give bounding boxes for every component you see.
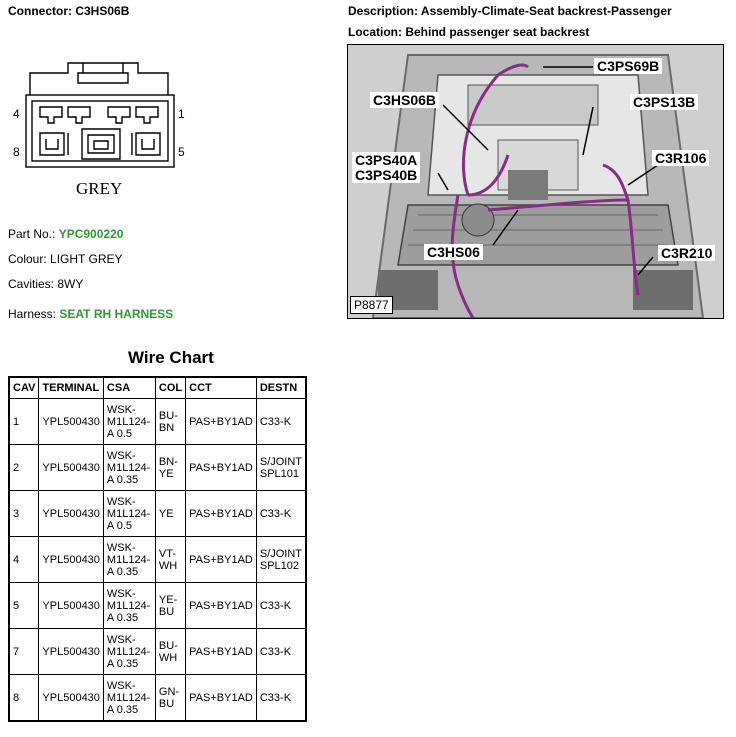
header-csa: CSA (102, 376, 156, 399)
cavities-value: 8WY (57, 277, 84, 291)
description-line: Description: Assembly-Climate-Seat backr… (348, 4, 672, 18)
cavities-label: Cavities: (8, 277, 55, 291)
cell-cav: 1 (8, 398, 40, 445)
cell-cav: 5 (8, 582, 40, 629)
cavities-line: Cavities: 8WY (8, 277, 83, 291)
cell-destn: S/JOINT SPL101 (255, 444, 307, 491)
harness-line: Harness: SEAT RH HARNESS (8, 307, 173, 321)
cell-col: BU-BN (154, 398, 187, 445)
table-row: 5 YPL500430 WSK-M1L124-A 0.35 YE-BU PAS+… (8, 582, 307, 629)
location-photo: C3PS69B C3HS06B C3PS13B C3PS40A C3PS40B … (347, 44, 724, 319)
cell-cav: 8 (8, 674, 40, 722)
wire-chart-title: Wire Chart (128, 348, 214, 367)
callout-c3hs06: C3HS06 (424, 244, 483, 260)
callout-c3ps69b: C3PS69B (594, 58, 663, 74)
cell-col: VT-WH (154, 536, 187, 583)
connector-colour-text: GREY (76, 179, 123, 198)
cell-destn: C33-K (255, 674, 307, 722)
table-row: 4 YPL500430 WSK-M1L124-A 0.35 VT-WH PAS+… (8, 536, 307, 583)
cell-csa: WSK-M1L124-A 0.35 (102, 628, 156, 675)
cell-terminal: YPL500430 (38, 490, 104, 537)
location-line: Location: Behind passenger seat backrest (348, 25, 589, 39)
callout-c3r106: C3R106 (652, 150, 710, 166)
cell-cct: PAS+BY1AD (185, 582, 257, 629)
connector-value: C3HS06B (75, 4, 130, 18)
location-label: Location: (348, 25, 402, 39)
cell-terminal: YPL500430 (38, 444, 104, 491)
pin-label-1: 1 (178, 107, 185, 121)
cell-col: BU-WH (154, 628, 187, 675)
cell-col: YE-BU (154, 582, 187, 629)
description-value: Assembly-Climate-Seat backrest-Passenger (420, 4, 672, 18)
cell-csa: WSK-M1L124-A 0.5 (102, 398, 156, 445)
callout-c3ps13b: C3PS13B (630, 94, 699, 110)
callout-c3r210: C3R210 (658, 245, 716, 261)
header-cct: CCT (185, 376, 257, 399)
cell-terminal: YPL500430 (38, 582, 104, 629)
cell-csa: WSK-M1L124-A 0.35 (102, 582, 156, 629)
pin-label-5: 5 (178, 145, 185, 159)
part-no-label: Part No.: (8, 227, 56, 241)
callout-c3ps40b: C3PS40B (352, 167, 421, 183)
cell-csa: WSK-M1L124-A 0.35 (102, 674, 156, 722)
colour-line: Colour: LIGHT GREY (8, 252, 123, 266)
table-row: 2 YPL500430 WSK-M1L124-A 0.35 BN-YE PAS+… (8, 444, 307, 491)
cell-cav: 2 (8, 444, 40, 491)
cell-csa: WSK-M1L124-A 0.35 (102, 536, 156, 583)
connector-label: Connector: (8, 4, 72, 18)
wire-chart-table: CAV TERMINAL CSA COL CCT DESTN 1 YPL5004… (8, 376, 308, 722)
description-label: Description: (348, 4, 419, 18)
table-row: 1 YPL500430 WSK-M1L124-A 0.5 BU-BN PAS+B… (8, 398, 307, 445)
cell-destn: C33-K (255, 490, 307, 537)
cell-col: YE (154, 490, 187, 537)
cell-cct: PAS+BY1AD (185, 628, 257, 675)
pin-label-4: 4 (13, 107, 20, 121)
callout-c3ps40a: C3PS40A (352, 152, 421, 168)
cell-cct: PAS+BY1AD (185, 398, 257, 445)
cell-destn: S/JOINT SPL102 (255, 536, 307, 583)
colour-label: Colour: (8, 252, 47, 266)
header-terminal: TERMINAL (38, 376, 104, 399)
connector-diagram: 4 1 8 5 GREY (8, 55, 198, 205)
cell-terminal: YPL500430 (38, 398, 104, 445)
table-row: 7 YPL500430 WSK-M1L124-A 0.35 BU-WH PAS+… (8, 628, 307, 675)
part-no-value: YPC900220 (58, 227, 124, 241)
header-col: COL (154, 376, 187, 399)
cell-cct: PAS+BY1AD (185, 444, 257, 491)
cell-col: GN-BU (154, 674, 187, 722)
harness-label: Harness: (8, 307, 57, 321)
table-row: 3 YPL500430 WSK-M1L124-A 0.5 YE PAS+BY1A… (8, 490, 307, 537)
wire-chart-header-row: CAV TERMINAL CSA COL CCT DESTN (8, 376, 307, 399)
location-value: Behind passenger seat backrest (405, 25, 590, 39)
table-row: 8 YPL500430 WSK-M1L124-A 0.35 GN-BU PAS+… (8, 674, 307, 722)
cell-cct: PAS+BY1AD (185, 536, 257, 583)
cell-cct: PAS+BY1AD (185, 490, 257, 537)
cell-csa: WSK-M1L124-A 0.5 (102, 490, 156, 537)
cell-destn: C33-K (255, 582, 307, 629)
cell-csa: WSK-M1L124-A 0.35 (102, 444, 156, 491)
cell-col: BN-YE (154, 444, 187, 491)
colour-value: LIGHT GREY (50, 252, 123, 266)
cell-terminal: YPL500430 (38, 674, 104, 722)
pin-label-8: 8 (13, 145, 20, 159)
cell-cct: PAS+BY1AD (185, 674, 257, 722)
cell-destn: C33-K (255, 398, 307, 445)
cell-destn: C33-K (255, 628, 307, 675)
cell-terminal: YPL500430 (38, 628, 104, 675)
header-cav: CAV (8, 376, 40, 399)
callout-c3hs06b: C3HS06B (370, 92, 440, 108)
photo-code: P8877 (350, 296, 393, 314)
cell-cav: 7 (8, 628, 40, 675)
connector-line: Connector: C3HS06B (8, 4, 129, 18)
cell-cav: 3 (8, 490, 40, 537)
connector-face-drawing (25, 62, 175, 168)
part-no-line: Part No.: YPC900220 (8, 227, 123, 241)
header-destn: DESTN (255, 376, 307, 399)
cell-cav: 4 (8, 536, 40, 583)
cell-terminal: YPL500430 (38, 536, 104, 583)
harness-value: SEAT RH HARNESS (59, 307, 174, 321)
